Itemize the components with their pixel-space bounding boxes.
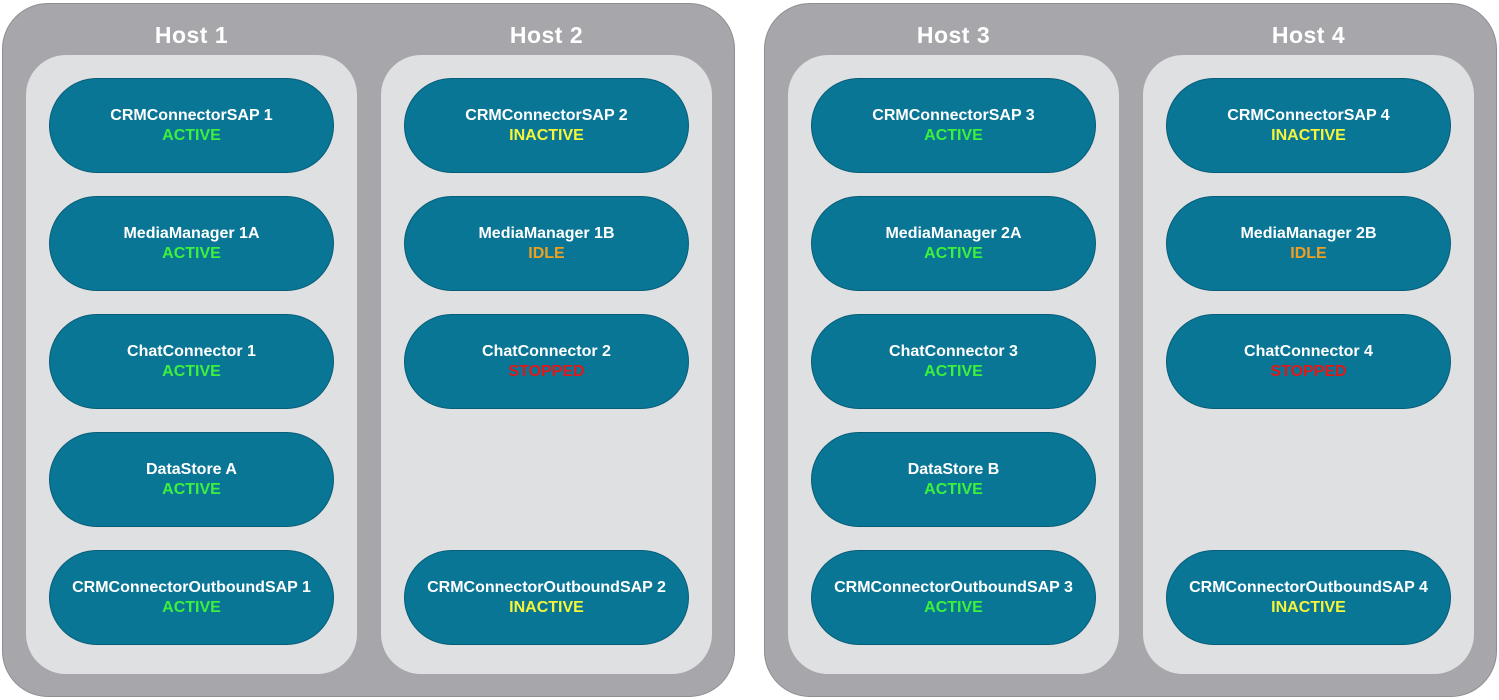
service-name: CRMConnectorSAP 3 bbox=[872, 106, 1035, 124]
service-crmconnectorsap-3: CRMConnectorSAP 3 ACTIVE bbox=[811, 78, 1096, 173]
service-chatconnector-4: ChatConnector 4 STOPPED bbox=[1166, 314, 1451, 409]
service-status: ACTIVE bbox=[162, 126, 221, 144]
service-name: ChatConnector 4 bbox=[1244, 342, 1373, 360]
service-status: IDLE bbox=[1290, 244, 1327, 262]
service-crmconnectoroutboundsap-1: CRMConnectorOutboundSAP 1 ACTIVE bbox=[49, 550, 334, 645]
service-name: DataStore B bbox=[907, 460, 1000, 478]
service-status: INACTIVE bbox=[509, 598, 584, 616]
service-chatconnector-1: ChatConnector 1 ACTIVE bbox=[49, 314, 334, 409]
service-mediamanager-2a: MediaManager 2A ACTIVE bbox=[811, 196, 1096, 291]
service-status: ACTIVE bbox=[924, 362, 983, 380]
service-chatconnector-2: ChatConnector 2 STOPPED bbox=[404, 314, 689, 409]
service-name: MediaManager 2A bbox=[885, 224, 1022, 242]
service-name: CRMConnectorOutboundSAP 4 bbox=[1189, 578, 1428, 596]
service-name: CRMConnectorSAP 1 bbox=[110, 106, 273, 124]
service-name: MediaManager 1A bbox=[123, 224, 260, 242]
service-name: CRMConnectorOutboundSAP 2 bbox=[427, 578, 666, 596]
service-status: ACTIVE bbox=[162, 362, 221, 380]
host-4-title: Host 4 bbox=[1271, 22, 1346, 48]
service-chatconnector-3: ChatConnector 3 ACTIVE bbox=[811, 314, 1096, 409]
service-mediamanager-1b: MediaManager 1B IDLE bbox=[404, 196, 689, 291]
service-status: INACTIVE bbox=[1271, 126, 1346, 144]
service-status: ACTIVE bbox=[162, 244, 221, 262]
service-status: ACTIVE bbox=[924, 598, 983, 616]
service-mediamanager-2b: MediaManager 2B IDLE bbox=[1166, 196, 1451, 291]
service-status: STOPPED bbox=[508, 362, 585, 380]
service-name: ChatConnector 1 bbox=[127, 342, 256, 360]
service-status: INACTIVE bbox=[1271, 598, 1346, 616]
service-datastore-a: DataStore A ACTIVE bbox=[49, 432, 334, 527]
service-name: MediaManager 2B bbox=[1240, 224, 1377, 242]
host-1-title: Host 1 bbox=[154, 22, 229, 48]
host-3-panel: Host 3 CRMConnectorSAP 3 ACTIVE MediaMan… bbox=[788, 22, 1119, 674]
service-status: ACTIVE bbox=[162, 598, 221, 616]
service-crmconnectoroutboundsap-4: CRMConnectorOutboundSAP 4 INACTIVE bbox=[1166, 550, 1451, 645]
service-name: DataStore A bbox=[146, 460, 237, 478]
service-status: ACTIVE bbox=[924, 126, 983, 144]
service-datastore-b: DataStore B ACTIVE bbox=[811, 432, 1096, 527]
service-status: ACTIVE bbox=[162, 480, 221, 498]
host-pair-2: Host 3 CRMConnectorSAP 3 ACTIVE MediaMan… bbox=[764, 3, 1497, 697]
host-pair-1: Host 1 CRMConnectorSAP 1 ACTIVE MediaMan… bbox=[2, 3, 735, 697]
service-name: CRMConnectorSAP 2 bbox=[465, 106, 628, 124]
host-3-title: Host 3 bbox=[916, 22, 991, 48]
service-status: ACTIVE bbox=[924, 480, 983, 498]
service-name: MediaManager 1B bbox=[478, 224, 615, 242]
service-name: CRMConnectorSAP 4 bbox=[1227, 106, 1390, 124]
service-crmconnectorsap-1: CRMConnectorSAP 1 ACTIVE bbox=[49, 78, 334, 173]
service-status: INACTIVE bbox=[509, 126, 584, 144]
service-mediamanager-1a: MediaManager 1A ACTIVE bbox=[49, 196, 334, 291]
service-status: ACTIVE bbox=[924, 244, 983, 262]
service-crmconnectorsap-2: CRMConnectorSAP 2 INACTIVE bbox=[404, 78, 689, 173]
service-crmconnectoroutboundsap-3: CRMConnectorOutboundSAP 3 ACTIVE bbox=[811, 550, 1096, 645]
service-name: CRMConnectorOutboundSAP 3 bbox=[834, 578, 1073, 596]
service-name: ChatConnector 3 bbox=[889, 342, 1018, 360]
service-name: CRMConnectorOutboundSAP 1 bbox=[72, 578, 311, 596]
host-4-panel: Host 4 CRMConnectorSAP 4 INACTIVE MediaM… bbox=[1143, 22, 1474, 674]
host-1-panel: Host 1 CRMConnectorSAP 1 ACTIVE MediaMan… bbox=[26, 22, 357, 674]
host-2-title: Host 2 bbox=[509, 22, 584, 48]
service-status: STOPPED bbox=[1270, 362, 1347, 380]
service-name: ChatConnector 2 bbox=[482, 342, 611, 360]
service-crmconnectoroutboundsap-2: CRMConnectorOutboundSAP 2 INACTIVE bbox=[404, 550, 689, 645]
service-status: IDLE bbox=[528, 244, 565, 262]
service-crmconnectorsap-4: CRMConnectorSAP 4 INACTIVE bbox=[1166, 78, 1451, 173]
host-2-panel: Host 2 CRMConnectorSAP 2 INACTIVE MediaM… bbox=[381, 22, 712, 674]
